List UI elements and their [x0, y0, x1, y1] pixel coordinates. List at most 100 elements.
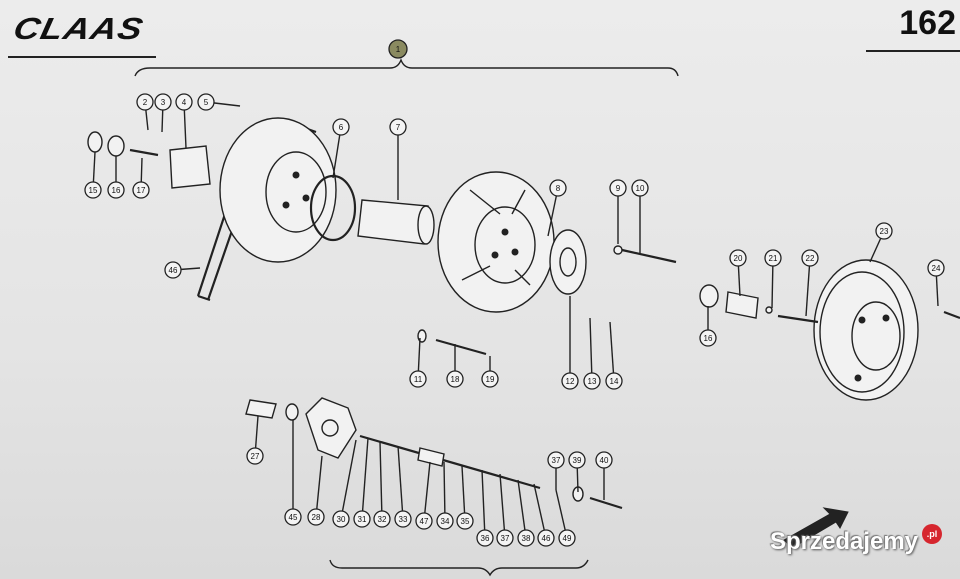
- leader-line-14: [609, 321, 615, 382]
- watermark-badge-text: .pl: [926, 529, 938, 539]
- leader-line-34: [443, 461, 446, 522]
- leader-line-46: [533, 483, 547, 539]
- callout-circle-47: [415, 512, 433, 530]
- callout-label-6: 6: [339, 123, 344, 132]
- seal-15: [87, 131, 103, 153]
- callout-label-38: 38: [522, 534, 531, 543]
- callout-label-39: 39: [573, 456, 582, 465]
- v-belt-edge: [197, 294, 211, 302]
- callout-circle-28: [307, 508, 325, 526]
- callout-label-28: 28: [312, 513, 321, 522]
- callout-label-1: 1: [396, 45, 401, 54]
- leader-line-22: [805, 257, 811, 317]
- pin-18: [435, 338, 487, 356]
- callout-label-9: 9: [616, 184, 621, 193]
- callout-label-8: 8: [556, 184, 561, 193]
- brand-underline: [8, 56, 156, 58]
- callout-circle-24: [927, 259, 945, 277]
- callout-label-13: 13: [588, 377, 597, 386]
- callout-circle-37: [496, 529, 514, 547]
- leader-line-32: [379, 441, 383, 520]
- callout-circle-5: [197, 93, 215, 111]
- callout-label-35: 35: [461, 517, 470, 526]
- callout-circle-21: [764, 249, 782, 267]
- callout-circle-46: [164, 261, 182, 279]
- bush-47: [417, 447, 445, 467]
- callout-circle-33: [394, 510, 412, 528]
- callout-circle-16: [107, 181, 125, 199]
- callout-circle-19: [481, 370, 499, 388]
- top-assembly-bracket: [134, 58, 679, 77]
- callout-label-23: 23: [880, 227, 889, 236]
- center-pulley-hub: [474, 206, 536, 284]
- callout-circle-40: [595, 451, 613, 469]
- leader-line-30: [340, 439, 357, 520]
- callout-circle-32: [373, 510, 391, 528]
- callout-label-45: 45: [289, 513, 298, 522]
- callout-circle-35: [456, 512, 474, 530]
- callout-circle-16: [699, 329, 717, 347]
- callout-circle-17: [132, 181, 150, 199]
- callout-label-15: 15: [89, 186, 98, 195]
- callout-label-46: 46: [169, 266, 178, 275]
- callout-label-49: 49: [563, 534, 572, 543]
- callout-label-5: 5: [204, 98, 209, 107]
- callout-circle-13: [583, 372, 601, 390]
- leader-line-33: [397, 445, 404, 520]
- bearing-4: [169, 145, 211, 189]
- callout-label-47: 47: [420, 517, 429, 526]
- callout-label-40: 40: [600, 456, 609, 465]
- callout-label-3: 3: [161, 98, 166, 107]
- bottom-assembly-bracket: [329, 559, 589, 577]
- callout-circle-15: [84, 181, 102, 199]
- seal-16b: [699, 284, 719, 308]
- callout-circle-31: [353, 510, 371, 528]
- bolt-22: [777, 314, 819, 324]
- callout-label-33: 33: [399, 515, 408, 524]
- callout-label-34: 34: [441, 517, 450, 526]
- callout-circle-23: [875, 222, 893, 240]
- callout-circle-8: [549, 179, 567, 197]
- callout-circle-37: [547, 451, 565, 469]
- callout-circle-22: [801, 249, 819, 267]
- direction-arrow: [783, 507, 849, 549]
- callout-label-18: 18: [451, 375, 460, 384]
- callout-circle-45: [284, 508, 302, 526]
- callout-label-16: 16: [112, 186, 121, 195]
- leader-line-13: [589, 317, 593, 382]
- callout-label-17: 17: [137, 186, 146, 195]
- shaft-34: [359, 434, 541, 490]
- bolt-10: [621, 248, 677, 264]
- leader-line-28: [315, 455, 323, 518]
- callout-circle-10: [631, 179, 649, 197]
- callout-label-27: 27: [251, 452, 260, 461]
- callout-label-19: 19: [486, 375, 495, 384]
- bearing-housing-28: [305, 397, 357, 459]
- watermark-badge: .pl: [922, 524, 942, 544]
- leader-line-31: [361, 437, 369, 520]
- callout-label-36: 36: [481, 534, 490, 543]
- callout-circle-34: [436, 512, 454, 530]
- callout-label-11: 11: [414, 375, 423, 384]
- callout-label-24: 24: [932, 264, 941, 273]
- callout-circle-1: [388, 39, 408, 59]
- callout-label-30: 30: [337, 515, 346, 524]
- callout-circle-4: [175, 93, 193, 111]
- callout-label-2: 2: [143, 98, 148, 107]
- page-number-underline: [866, 50, 960, 52]
- callout-circle-11: [409, 370, 427, 388]
- callout-label-37: 37: [552, 456, 561, 465]
- callout-circle-9: [609, 179, 627, 197]
- leader-line-47: [423, 461, 431, 522]
- callout-label-16: 16: [704, 334, 713, 343]
- callout-label-21: 21: [769, 254, 778, 263]
- callout-label-12: 12: [566, 377, 575, 386]
- callout-circle-6: [332, 118, 350, 136]
- callout-circle-14: [605, 372, 623, 390]
- callout-circle-49: [558, 529, 576, 547]
- callout-label-31: 31: [358, 515, 367, 524]
- leader-line-37: [499, 473, 506, 539]
- callout-label-22: 22: [806, 254, 815, 263]
- callout-circle-38: [517, 529, 535, 547]
